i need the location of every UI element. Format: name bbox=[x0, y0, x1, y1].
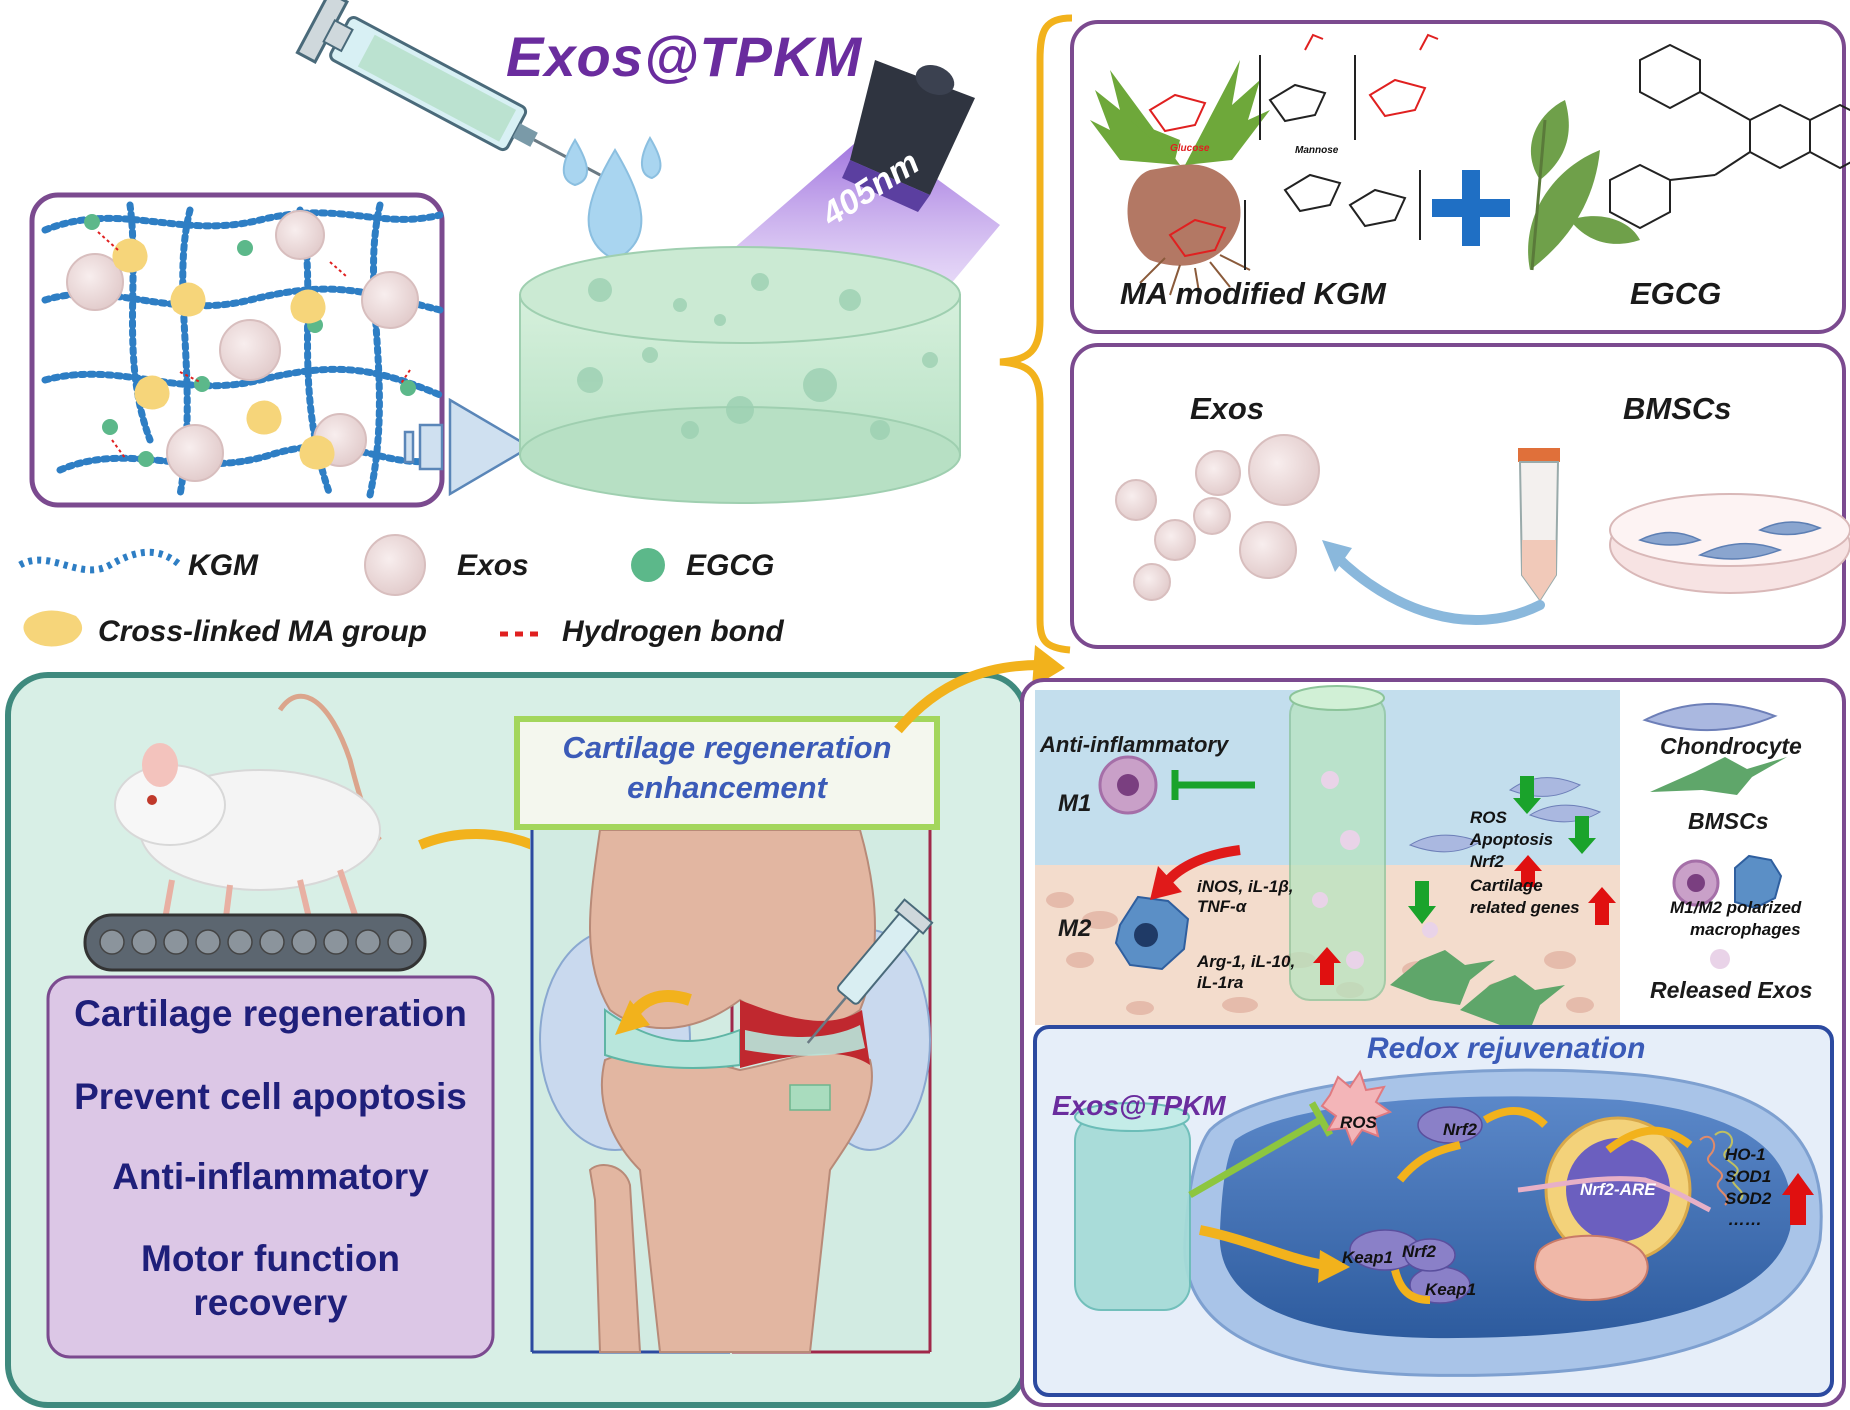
gold-bracket bbox=[999, 14, 1073, 654]
redox-keap1: Keap1 bbox=[1425, 1280, 1477, 1299]
trend-arrows bbox=[1313, 776, 1616, 985]
outcome-apoptosis: Prevent cell apoptosis bbox=[74, 1076, 467, 1117]
m1-markers-2: TNF-α bbox=[1197, 897, 1247, 916]
bmscs-to-exos-arrow bbox=[1330, 550, 1545, 625]
cell-scene bbox=[1074, 1068, 1823, 1377]
network-crosslinks bbox=[112, 238, 335, 470]
legend-bmscs: BMSCs bbox=[1688, 808, 1769, 834]
legend-chondrocyte: Chondrocyte bbox=[1660, 733, 1802, 759]
redox-nrf2-are: Nrf2-ARE bbox=[1580, 1180, 1656, 1199]
egcg-label: EGCG bbox=[1630, 276, 1722, 311]
ros-label: ROS bbox=[1470, 808, 1507, 827]
apoptosis-label: Apoptosis bbox=[1470, 830, 1554, 849]
cart-genes-2: related genes bbox=[1470, 898, 1580, 917]
legend-egcg-swatch bbox=[631, 548, 665, 582]
m1-label: M1 bbox=[1058, 790, 1092, 817]
droplet-drawing bbox=[562, 135, 662, 262]
tea-leaves bbox=[1528, 100, 1640, 271]
network-exos bbox=[66, 210, 419, 482]
outcome-anti-inflammatory: Anti-inflammatory bbox=[112, 1156, 429, 1197]
redox-hydrogel-label: Exos@TPKM bbox=[1052, 1090, 1226, 1121]
outcome-recovery: recovery bbox=[193, 1282, 348, 1323]
redox-nrf2: Nrf2 bbox=[1443, 1120, 1478, 1139]
redox-keap1-nrf2-b: Nrf2 bbox=[1402, 1242, 1437, 1261]
cart-genes-1: Cartilage bbox=[1470, 876, 1543, 895]
exos-label: Exos bbox=[1190, 391, 1265, 426]
cartilage-enhancement-text: Cartilage regeneration enhancement bbox=[517, 728, 937, 808]
legend-hbond: Hydrogen bond bbox=[562, 615, 784, 648]
legend-exos: Exos bbox=[457, 549, 529, 582]
nrf2-label: Nrf2 bbox=[1470, 852, 1505, 871]
legend-crosslinked: Cross-linked MA group bbox=[98, 615, 427, 648]
m2-label: M2 bbox=[1058, 915, 1092, 942]
legend-released-exos: Released Exos bbox=[1650, 977, 1813, 1003]
components-box bbox=[1070, 20, 1846, 334]
redox-keap1-nrf2-a: Keap1 bbox=[1342, 1248, 1394, 1267]
legend-ma-swatch bbox=[23, 610, 83, 647]
legend-exos-swatch bbox=[364, 534, 426, 596]
m2-markers-2: iL-1ra bbox=[1197, 973, 1244, 992]
outcomes-list: Cartilage regeneration Prevent cell apop… bbox=[48, 992, 493, 1325]
centrifuge-tube bbox=[1518, 448, 1560, 602]
hydrogel-cylinder bbox=[519, 246, 961, 504]
redox-gene-3: SOD2 bbox=[1725, 1189, 1772, 1208]
outcomes-box bbox=[46, 975, 495, 1359]
cartilage-enhancement-box bbox=[514, 716, 940, 830]
main-title: Exos@TPKM bbox=[506, 25, 863, 88]
anti-inflammatory-label: Anti-inflammatory bbox=[1040, 732, 1229, 757]
outcome-cartilage: Cartilage regeneration bbox=[74, 993, 467, 1034]
cartilage-line-1: Cartilage regeneration bbox=[562, 730, 892, 765]
egcg-structure bbox=[1609, 43, 1850, 230]
rat-drawing bbox=[114, 693, 382, 926]
treadmill-drawing bbox=[83, 913, 427, 972]
redox-gene-4: …… bbox=[1728, 1210, 1762, 1229]
protein-cluster bbox=[1699, 1130, 1744, 1206]
redox-gene-2: SOD1 bbox=[1725, 1167, 1772, 1186]
syringe-drawing bbox=[295, 0, 602, 177]
legend-egcg: EGCG bbox=[686, 549, 775, 582]
ma-kgm-label: MA modified KGM bbox=[1120, 276, 1386, 311]
redox-title: Redox rejuvenation bbox=[1367, 1032, 1646, 1065]
redox-ros: ROS bbox=[1340, 1113, 1377, 1132]
m2-markers-1: Arg-1, iL-10, bbox=[1197, 952, 1296, 971]
kgm-structure bbox=[1148, 33, 1439, 270]
legend-polarized-1: M1/M2 polarized bbox=[1670, 898, 1802, 917]
konjac-plant bbox=[1090, 60, 1270, 299]
legend-kgm: KGM bbox=[188, 549, 258, 582]
outcome-motor: Motor function bbox=[141, 1238, 400, 1279]
bmscs-label: BMSCs bbox=[1623, 391, 1732, 426]
network-egcg bbox=[84, 214, 416, 467]
cartilage-line-2: enhancement bbox=[627, 770, 827, 805]
knee-joint bbox=[530, 822, 934, 1354]
network-to-gel-arrow bbox=[403, 397, 533, 497]
petri-dish bbox=[1609, 493, 1850, 594]
redox-gene-1: HO-1 bbox=[1725, 1145, 1766, 1164]
network-hbonds bbox=[97, 231, 411, 459]
glucose-label: Glucose bbox=[1170, 143, 1210, 154]
box-to-mechanism-arrow bbox=[894, 660, 1041, 734]
m1-markers-1: iNOS, iL-1β, bbox=[1197, 877, 1294, 896]
exos-cluster bbox=[1115, 434, 1320, 601]
cell-legend-icons bbox=[1642, 703, 1787, 969]
legend-kgm-swatch bbox=[18, 548, 183, 574]
legend-polarized-2: macrophages bbox=[1690, 920, 1801, 939]
mannose-label: Mannose bbox=[1295, 145, 1339, 156]
plus-sign bbox=[1432, 170, 1510, 246]
